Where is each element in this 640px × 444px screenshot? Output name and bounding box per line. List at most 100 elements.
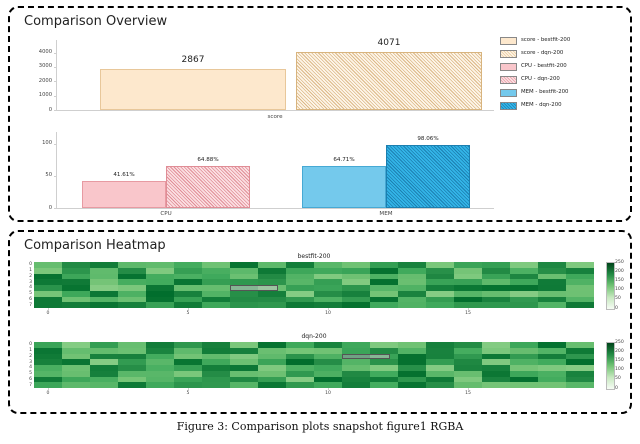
- heatmap-cell: [118, 342, 147, 349]
- colorbar-tick: 200: [615, 348, 624, 354]
- heatmap-cell: [538, 296, 567, 303]
- heatmap-cell: [258, 267, 287, 274]
- heatmap-cell: [426, 262, 455, 269]
- heatmap-cell: [230, 296, 259, 303]
- legend-item: MEM - bestfit-200: [500, 86, 622, 99]
- heatmap-cell: [258, 365, 287, 372]
- heatmap-cell: [482, 342, 511, 349]
- score-ytick: 1000: [38, 92, 52, 99]
- heatmap-title: dqn-200: [301, 333, 327, 340]
- heatmap-cell: [314, 273, 343, 280]
- heatmap-xtick: 5: [186, 391, 190, 396]
- panel-title-overview: Comparison Overview: [24, 14, 168, 29]
- heatmap-cell: [118, 273, 147, 280]
- heatmap-cell: [34, 347, 63, 354]
- heatmap-cell: [566, 347, 595, 354]
- heatmap-cell: [286, 376, 315, 383]
- heatmap-cell: [258, 359, 287, 366]
- heatmap-cell: [258, 370, 287, 377]
- heatmap-xtick-mark: [468, 388, 469, 390]
- heatmap-cell: [342, 370, 371, 377]
- heatmap-cell: [146, 267, 175, 274]
- heatmap-cell: [510, 290, 539, 297]
- score-ytick-mark: [54, 66, 56, 68]
- heatmap-cell: [398, 370, 427, 377]
- heatmap-cell: [90, 285, 119, 292]
- legend-item: score - bestfit-200: [500, 34, 622, 47]
- heatmap-cell: [314, 302, 343, 309]
- heatmap-cell: [202, 382, 231, 389]
- heatmap-cell: [146, 382, 175, 389]
- heatmap-cell: [62, 376, 91, 383]
- heatmap-cell: [398, 279, 427, 286]
- heatmap-cell: [510, 365, 539, 372]
- heatmap-cell: [482, 296, 511, 303]
- heatmap-cell: [510, 262, 539, 269]
- resource-bar: [386, 144, 470, 208]
- heatmap-cell: [566, 370, 595, 377]
- heatmap-cell: [538, 302, 567, 309]
- heatmap-cell: [538, 353, 567, 360]
- score-y-axis: [56, 40, 57, 110]
- heatmap-cell: [34, 279, 63, 286]
- heatmap-cell: [482, 262, 511, 269]
- heatmap-cell: [34, 302, 63, 309]
- heatmap-cell: [314, 290, 343, 297]
- heatmap-cell: [538, 262, 567, 269]
- colorbar-tick: 100: [615, 367, 624, 373]
- heatmap-cell: [34, 376, 63, 383]
- heatmap-cell: [230, 382, 259, 389]
- legend-label: MEM - dqn-200: [521, 101, 562, 108]
- heatmap-cell: [118, 285, 147, 292]
- heatmap-cell: [202, 370, 231, 377]
- heatmap-cell: [342, 267, 371, 274]
- heatmap-cell: [398, 285, 427, 292]
- colorbar-tick: 150: [615, 357, 624, 363]
- heatmap-cell: [454, 290, 483, 297]
- score-ytick-mark: [54, 81, 56, 83]
- heatmap-cell: [370, 285, 399, 292]
- heatmap-cell: [34, 273, 63, 280]
- heatmap-cell: [90, 262, 119, 269]
- heatmap-cell: [398, 365, 427, 372]
- colorbar-tick: 50: [615, 376, 621, 382]
- heatmap-cell: [230, 262, 259, 269]
- heatmap-cell: [370, 302, 399, 309]
- heatmap-cell: [118, 382, 147, 389]
- heatmap-cell: [510, 273, 539, 280]
- heatmap-ytick: 1: [29, 348, 32, 354]
- heatmap-cell: [342, 290, 371, 297]
- heatmap-grid: [34, 342, 595, 389]
- heatmap-cell: [34, 267, 63, 274]
- heatmap-cell: [286, 382, 315, 389]
- heatmap-cell: [314, 262, 343, 269]
- heatmap-cell: [174, 359, 203, 366]
- heatmap-cell: [482, 290, 511, 297]
- heatmap-cell: [342, 382, 371, 389]
- heatmap-cell: [118, 347, 147, 354]
- heatmap-cell: [146, 370, 175, 377]
- heatmap-ytick: 0: [29, 262, 32, 268]
- heatmap-cell: [62, 359, 91, 366]
- heatmap-cell: [34, 353, 63, 360]
- heatmap-cell: [454, 285, 483, 292]
- heatmap-cell: [202, 279, 231, 286]
- legend: score - bestfit-200 score - dqn-200 CPU …: [500, 34, 622, 112]
- heatmap-cell: [482, 365, 511, 372]
- heatmap-ytick: 6: [29, 376, 32, 382]
- heatmap-cell: [230, 353, 259, 360]
- heatmap-cell: [62, 382, 91, 389]
- heatmap-ytick: 2: [29, 353, 32, 359]
- heatmap-cell: [286, 370, 315, 377]
- heatmap-ytick: 2: [29, 273, 32, 279]
- heatmap-title: bestfit-200: [297, 253, 331, 260]
- heatmap-cell: [258, 279, 287, 286]
- legend-item: CPU - dqn-200: [500, 73, 622, 86]
- heatmap-cell: [146, 279, 175, 286]
- heatmap-xtick-mark: [48, 308, 49, 310]
- heatmap-cell: [538, 290, 567, 297]
- heatmap-cell: [538, 376, 567, 383]
- heatmap-cell: [482, 279, 511, 286]
- heatmap-cell: [482, 347, 511, 354]
